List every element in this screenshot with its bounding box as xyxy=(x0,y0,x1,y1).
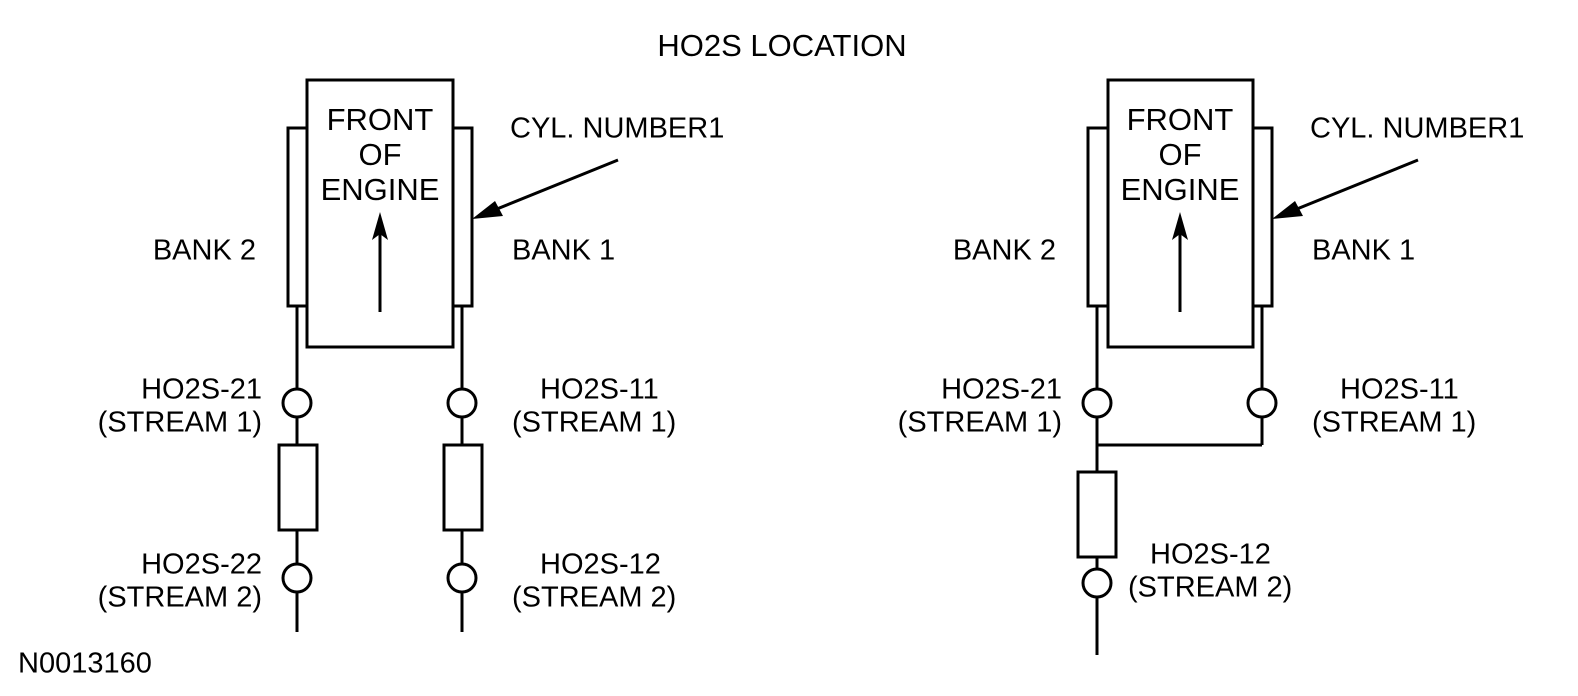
diagram-dual-converter: FRONT OF ENGINE CYL. NUMBER1 BANK 2 BANK… xyxy=(98,78,724,632)
sensor-ho2s-11 xyxy=(446,387,478,419)
bank1-manifold xyxy=(451,126,474,308)
cyl-number-label: CYL. NUMBER1 xyxy=(510,113,724,145)
sensor-label-ho2s-12-stream: (STREAM 2) xyxy=(512,582,676,614)
sensor-label-ho2s-22-stream: (STREAM 2) xyxy=(98,582,262,614)
up-arrow-icon-b xyxy=(1172,212,1188,312)
engine-label-line1: FRONT xyxy=(327,102,434,137)
sensor-label-ho2s-12-id: HO2S-12 xyxy=(540,549,661,581)
sensor-label-ho2s-21-id-b: HO2S-21 xyxy=(941,374,1062,406)
engine-label-line1-b: FRONT xyxy=(1127,102,1234,137)
sensor-label-ho2s-11-id-b: HO2S-11 xyxy=(1340,374,1459,406)
figure-id-code: N0013160 xyxy=(18,648,152,680)
bank2-manifold xyxy=(286,126,309,308)
sensor-label-ho2s-21-stream: (STREAM 1) xyxy=(98,407,262,439)
sensor-label-ho2s-12-id-b: HO2S-12 xyxy=(1150,539,1271,571)
bank1-label: BANK 1 xyxy=(512,235,615,267)
sensor-label-ho2s-22-id: HO2S-22 xyxy=(141,549,262,581)
shared-catalytic-converter xyxy=(1076,470,1118,559)
sensor-ho2s-11-b xyxy=(1246,387,1278,419)
diagram-single-converter: FRONT OF ENGINE CYL. NUMBER1 BANK 2 BANK… xyxy=(898,78,1524,655)
engine-label-line2-b: OF xyxy=(1158,137,1201,172)
sensor-ho2s-21-b xyxy=(1081,387,1113,419)
bank1-catalytic-converter xyxy=(442,443,484,532)
page-title: HO2S LOCATION xyxy=(657,28,906,63)
sensor-ho2s-21 xyxy=(281,387,313,419)
sensor-label-ho2s-11-stream: (STREAM 1) xyxy=(512,407,676,439)
bank1-manifold-b xyxy=(1251,126,1274,308)
bank2-label-b: BANK 2 xyxy=(953,235,1056,267)
sensor-label-ho2s-21-stream-b: (STREAM 1) xyxy=(898,407,1062,439)
bank2-catalytic-converter xyxy=(277,443,319,532)
sensor-label-ho2s-11-id: HO2S-11 xyxy=(540,374,659,406)
callout-arrow-icon xyxy=(472,158,619,219)
cyl-number-label-b: CYL. NUMBER1 xyxy=(1310,113,1524,145)
engine-label-line3-b: ENGINE xyxy=(1121,172,1240,207)
bank2-manifold-b xyxy=(1086,126,1110,308)
engine-label-line3: ENGINE xyxy=(321,172,440,207)
sensor-label-ho2s-12-stream-b: (STREAM 2) xyxy=(1128,572,1292,604)
sensor-label-ho2s-11-stream-b: (STREAM 1) xyxy=(1312,407,1476,439)
callout-arrow-icon-b xyxy=(1272,158,1419,219)
bank2-label: BANK 2 xyxy=(153,235,256,267)
bank1-label-b: BANK 1 xyxy=(1312,235,1415,267)
sensor-ho2s-22 xyxy=(281,562,313,594)
sensor-label-ho2s-21-id: HO2S-21 xyxy=(141,374,262,406)
sensor-ho2s-12-b xyxy=(1081,567,1113,599)
engine-label-line2: OF xyxy=(358,137,401,172)
up-arrow-icon xyxy=(372,212,388,312)
sensor-ho2s-12 xyxy=(446,562,478,594)
